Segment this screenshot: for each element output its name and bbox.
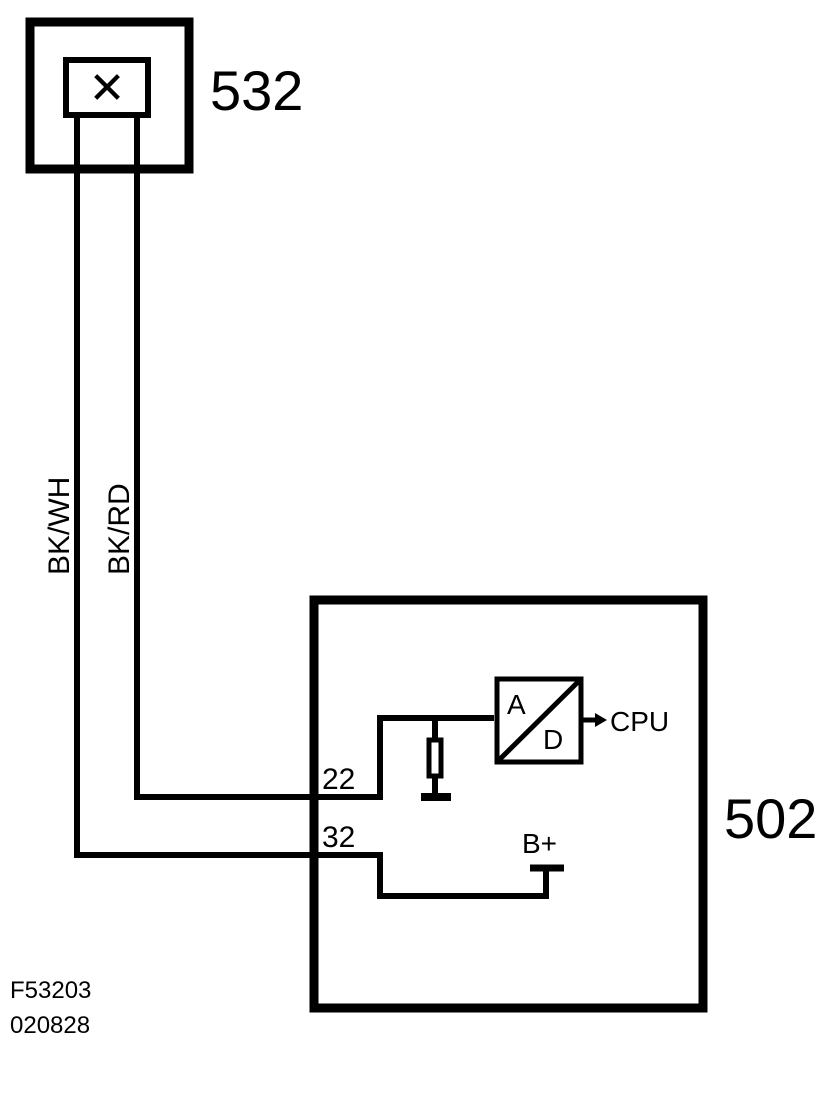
cpu-label: CPU	[610, 706, 669, 737]
ad-input-label: A	[507, 689, 526, 720]
module-number-label: 502	[724, 787, 817, 850]
pin-32-label: 32	[322, 821, 355, 854]
supply-b-plus: B+	[522, 828, 564, 872]
figure-date: 020828	[10, 1012, 90, 1039]
wire-bk-wh-label: BK/WH	[43, 477, 76, 575]
module-502: 502 22 32 A D CPU B+	[309, 595, 817, 1013]
figure-code: F53203	[10, 977, 91, 1004]
sensor-element-box	[63, 57, 151, 118]
resistor-body	[426, 737, 444, 779]
ad-converter: A D CPU	[494, 676, 669, 765]
cpu-arrow-head	[595, 713, 607, 727]
supply-label: B+	[522, 828, 557, 859]
resistor	[421, 718, 451, 801]
wire-bk-wh-path	[74, 115, 549, 899]
ad-output-label: D	[543, 724, 563, 755]
ad-converter-diagonal	[495, 677, 583, 764]
sensor-x-symbol: ✕	[89, 64, 126, 113]
sensor-number-label: 532	[210, 59, 303, 122]
wire-bk-rd-label: BK/RD	[103, 483, 136, 575]
wire-bk-rd-path	[134, 115, 494, 800]
wire-bk-wh: BK/WH	[43, 115, 549, 899]
module-frame	[309, 595, 708, 1013]
wire-bk-rd: BK/RD	[103, 115, 494, 800]
sensor-532: ✕ 532	[25, 17, 303, 174]
figure-id: F53203 020828	[10, 977, 91, 1039]
sensor-outer-frame	[25, 17, 194, 174]
pin-22-label: 22	[322, 763, 355, 796]
